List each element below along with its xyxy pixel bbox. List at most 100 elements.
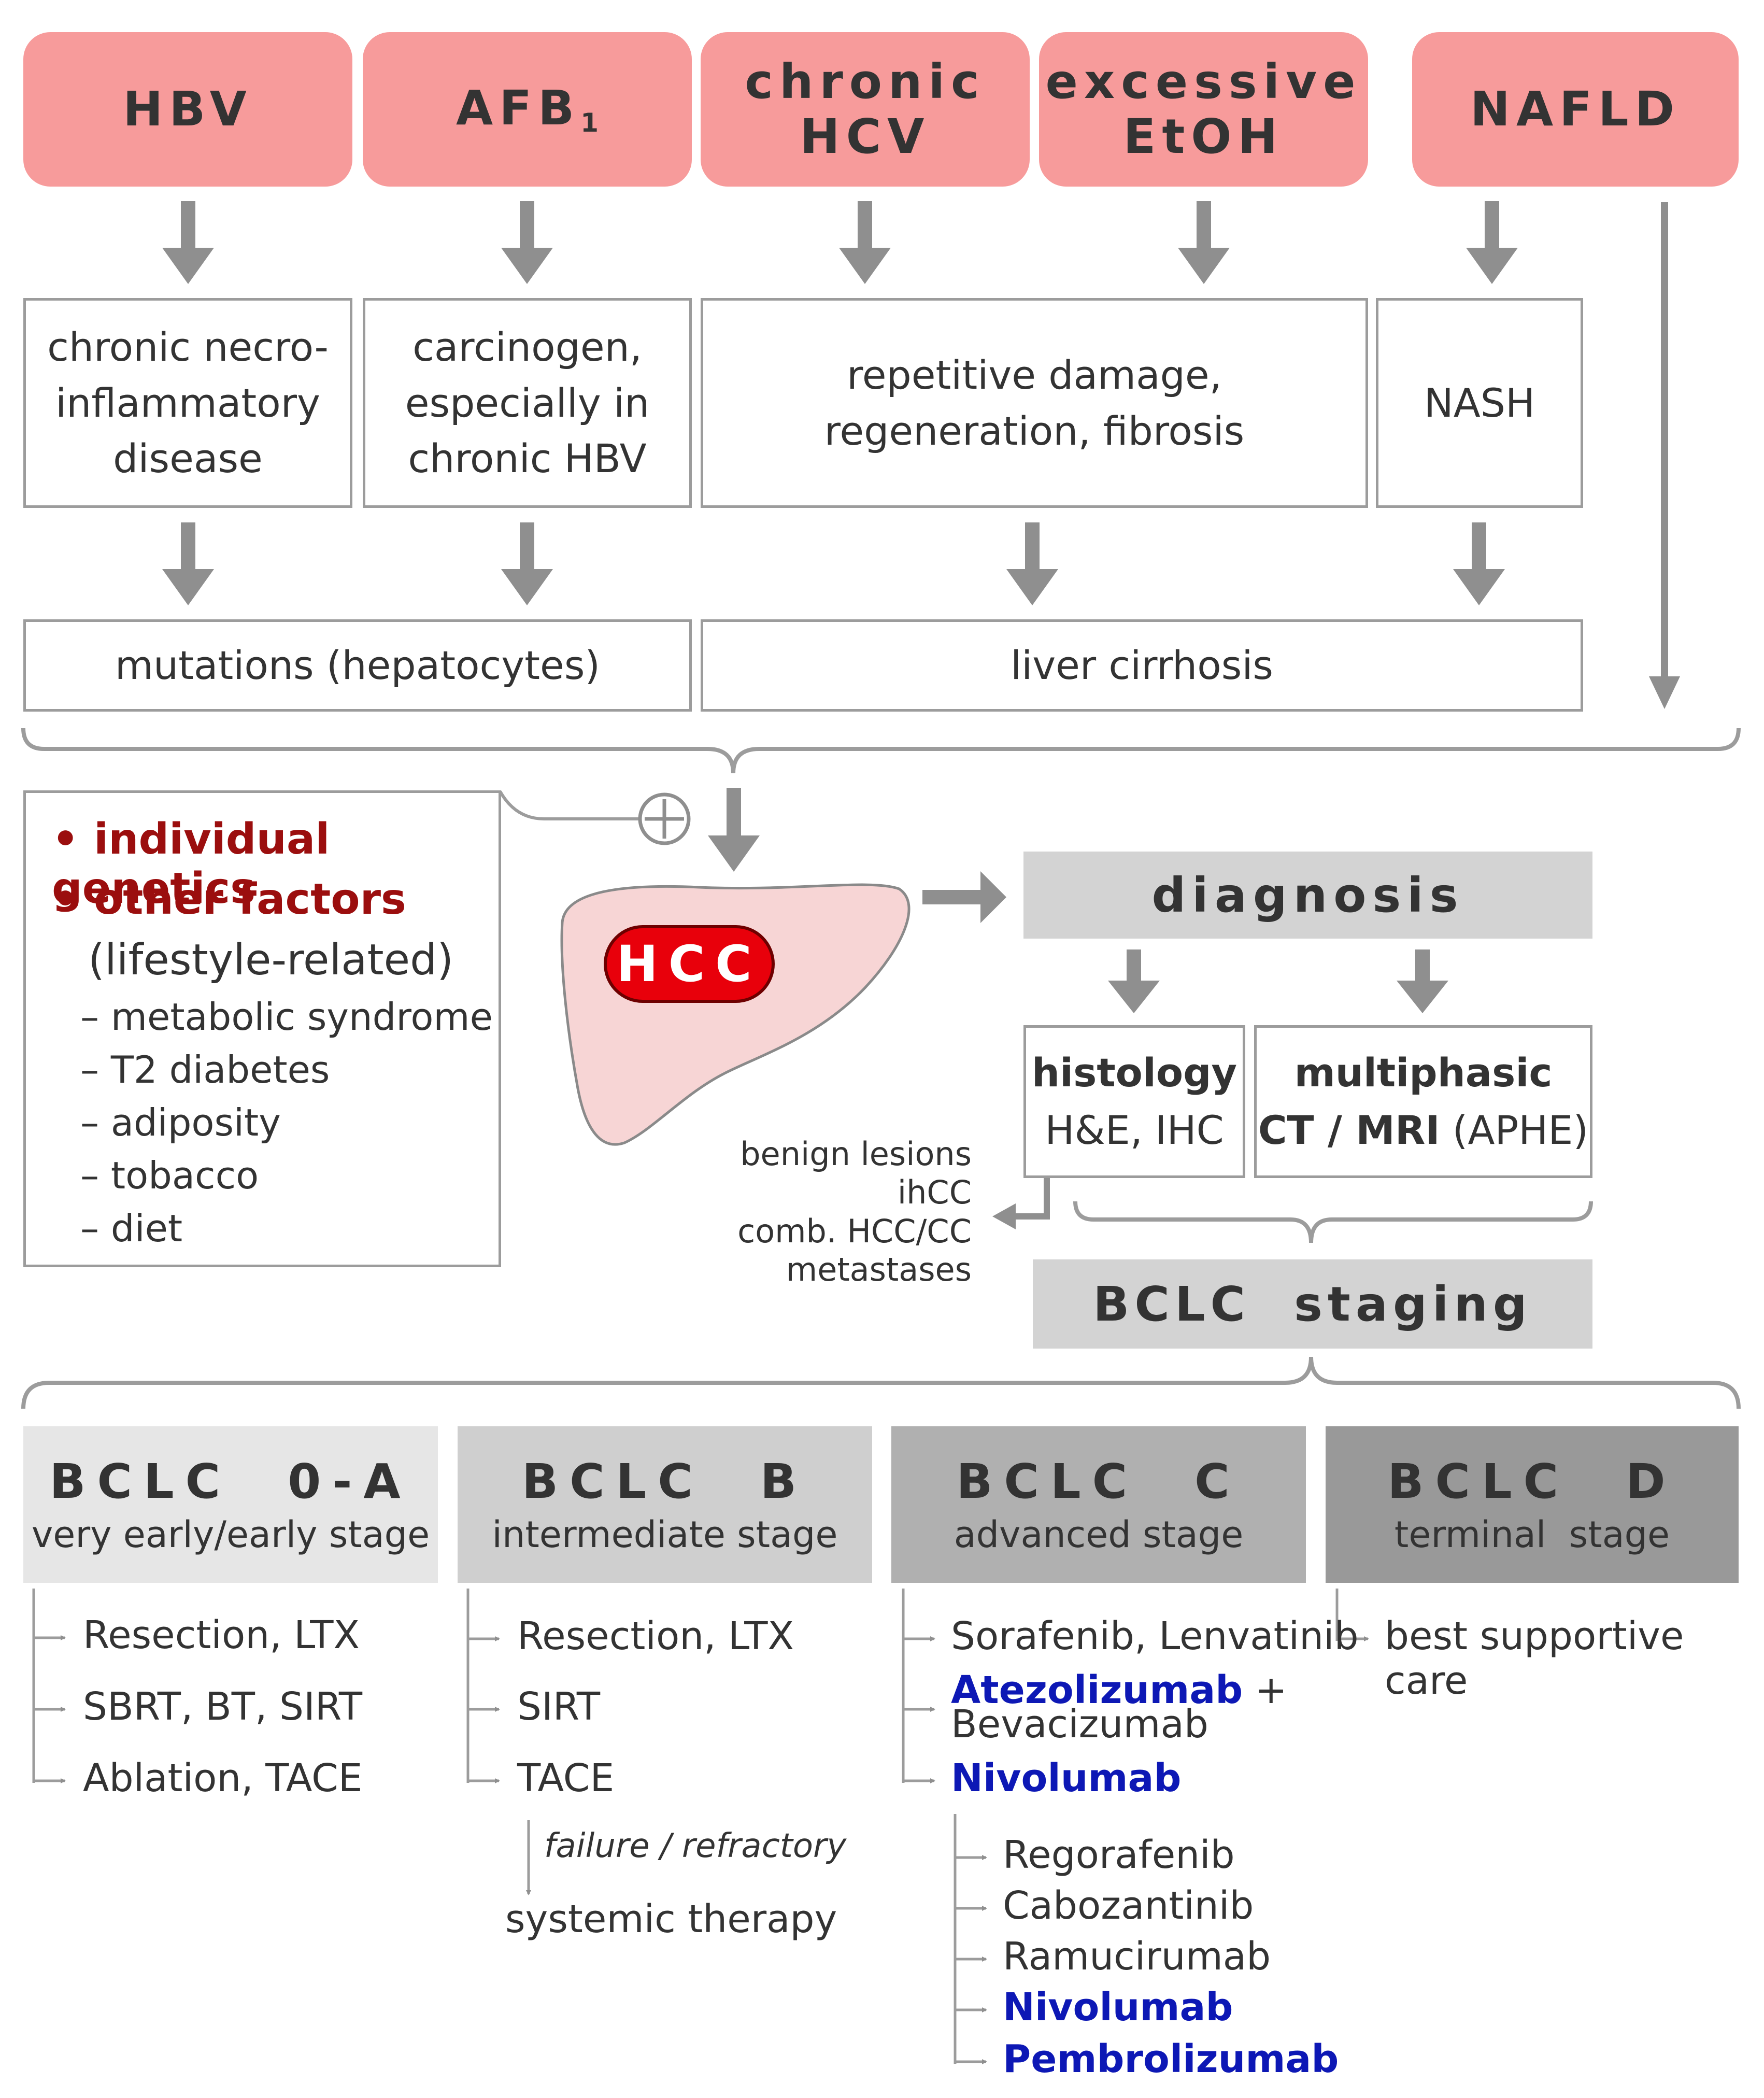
stage-subtitle: intermediate stage [492, 1513, 838, 1556]
cause-nafld-label: NAFLD [1470, 81, 1681, 137]
imaging-methods: CT / MRI (APHE) [1258, 1107, 1589, 1153]
treatment-item: TACE [517, 1756, 615, 1801]
mechanism-damage-line1: repetitive damage, [847, 351, 1222, 398]
stage-bclc-d: BCLC D terminal stage [1326, 1426, 1739, 1583]
imaging-box: multiphasic CT / MRI (APHE) [1254, 1025, 1592, 1178]
treatment-item: Bevacizumab [951, 1702, 1208, 1747]
cause-etoh-line1: excessive [1045, 54, 1362, 110]
mechanism-hcv-etoh: repetitive damage, regeneration, fibrosi… [701, 298, 1368, 508]
brace-causes [21, 728, 1741, 774]
tree-stage-b [466, 1589, 531, 1895]
stage-subtitle: terminal stage [1394, 1513, 1670, 1556]
factor-item: – metabolic syndrome [80, 995, 493, 1039]
arrow-nafld-direct [1649, 202, 1680, 709]
systemic-therapy-label: systemic therapy [505, 1897, 837, 1941]
cause-nafld: NAFLD [1412, 32, 1739, 187]
diagnosis-bar: diagnosis [1023, 852, 1592, 939]
cause-afb1: AFB1 [363, 32, 692, 187]
stage-title: BCLC C [956, 1453, 1241, 1509]
diagnosis-title: diagnosis [1151, 867, 1464, 923]
outcome-mutations-label: mutations (hepatocytes) [115, 642, 601, 689]
outcome-cirrhosis: liver cirrhosis [701, 619, 1583, 712]
mechanism-damage-line2: regeneration, fibrosis [824, 407, 1245, 454]
stage-title: BCLC 0-A [49, 1453, 412, 1509]
treatment-item: Resection, LTX [517, 1614, 794, 1658]
arrow-nafld-to-nash [1466, 201, 1518, 284]
differential-diagnoses: benign lesions ihCC comb. HCC/CC metasta… [689, 1135, 972, 1289]
treatment-item: care [1385, 1658, 1468, 1703]
cause-hcv-line1: chronic [745, 54, 986, 110]
mechanism-hbv-line3: disease [113, 435, 263, 482]
treatment-item: Resection, LTX [83, 1613, 360, 1657]
treatment-nivolumab: Nivolumab [951, 1756, 1182, 1801]
treatment-atezo-bev: Atezolizumab + [951, 1668, 1287, 1712]
arrow-afb-to-mech [501, 201, 553, 284]
second-line-item-highlight: Pembrolizumab [1003, 2037, 1339, 2081]
arrow-to-hcc [708, 788, 760, 872]
factor-item: – diet [80, 1207, 183, 1250]
factor-item: – adiposity [80, 1101, 281, 1144]
exclusion-item: ihCC [897, 1173, 972, 1212]
stage-bclc-0a: BCLC 0-A very early/early stage [23, 1426, 438, 1583]
treatment-item: best supportive [1385, 1614, 1684, 1658]
cause-afb1-subscript: 1 [580, 107, 599, 138]
histology-title: histology [1031, 1050, 1237, 1096]
second-line-item: Regorafenib [1003, 1833, 1235, 1877]
factor-genetics: • individual genetics [52, 815, 330, 913]
second-line-item: Cabozantinib [1003, 1883, 1254, 1928]
mechanism-nash-label: NASH [1424, 379, 1535, 426]
brace-diagnosis [1073, 1201, 1593, 1243]
arrow-hbv-to-mutations [162, 522, 214, 605]
arrow-nash-to-cirrhosis [1453, 522, 1505, 605]
mechanism-afb-line3: chronic HBV [408, 435, 647, 482]
mechanism-afb-line1: carcinogen, [412, 323, 642, 370]
cause-excessive-etoh: excessive EtOH [1039, 32, 1368, 187]
arrow-hcv-to-mech [839, 201, 891, 284]
treatment-item: SIRT [517, 1684, 601, 1729]
arrow-afb-to-mutations [501, 522, 553, 605]
exclusion-item: metastases [786, 1251, 972, 1289]
outcome-cirrhosis-label: liver cirrhosis [1010, 642, 1274, 689]
stage-title: BCLC D [1387, 1453, 1677, 1509]
stage-bclc-b: BCLC B intermediate stage [458, 1426, 872, 1583]
cause-etoh-line2: EtOH [1123, 109, 1284, 164]
cause-hbv-label: HBV [123, 81, 253, 137]
tree-stage-d [1335, 1589, 1369, 1641]
stage-subtitle: advanced stage [954, 1513, 1244, 1556]
treatment-item: Ablation, TACE [83, 1756, 363, 1801]
cause-afb1-label: AFB1 [456, 80, 599, 138]
second-line-item: Ramucirumab [1003, 1934, 1271, 1979]
arrow-exclusions [1013, 1178, 1050, 1220]
bclc-staging-bar: BCLC staging [1033, 1259, 1592, 1349]
second-line-item-highlight: Nivolumab [1003, 1985, 1233, 2030]
arrow-damage-to-cirrhosis [1006, 522, 1058, 605]
arrow-hbv-to-mech [162, 201, 214, 284]
risk-factors-box: • individual genetics • other factors (l… [23, 790, 501, 1267]
factor-item: – tobacco [80, 1154, 259, 1197]
exclusion-item: comb. HCC/CC [737, 1212, 972, 1250]
cause-hbv: HBV [23, 32, 352, 187]
mechanism-hbv-line1: chronic necro- [47, 323, 329, 370]
treatment-item: SBRT, BT, SIRT [83, 1684, 363, 1729]
cause-hcv-line2: HCV [800, 109, 931, 164]
stage-title: BCLC B [522, 1453, 808, 1509]
arrow-liver-to-diagnosis [922, 871, 1006, 923]
outcome-mutations: mutations (hepatocytes) [23, 619, 692, 712]
failure-refractory-label: failure / refractory [544, 1827, 847, 1865]
mechanism-nash: NASH [1376, 298, 1583, 508]
arrow-diagnosis-to-imaging [1397, 949, 1448, 1013]
histology-methods: H&E, IHC [1045, 1107, 1224, 1153]
mechanism-afb1: carcinogen, especially in chronic HBV [363, 298, 692, 508]
mechanism-hbv-line2: inflammatory [55, 379, 320, 426]
brace-stages [21, 1356, 1741, 1409]
mechanism-hbv: chronic necro- inflammatory disease [23, 298, 352, 508]
cause-chronic-hcv: chronic HCV [701, 32, 1030, 187]
factor-item: – T2 diabetes [80, 1048, 330, 1091]
histology-box: histology H&E, IHC [1023, 1025, 1245, 1178]
arrow-diagnosis-to-histology [1108, 949, 1160, 1013]
bclc-staging-title: BCLC staging [1093, 1276, 1532, 1332]
factor-lifestyle: (lifestyle-related) [88, 935, 454, 985]
tree-stage-c [902, 1589, 987, 2064]
